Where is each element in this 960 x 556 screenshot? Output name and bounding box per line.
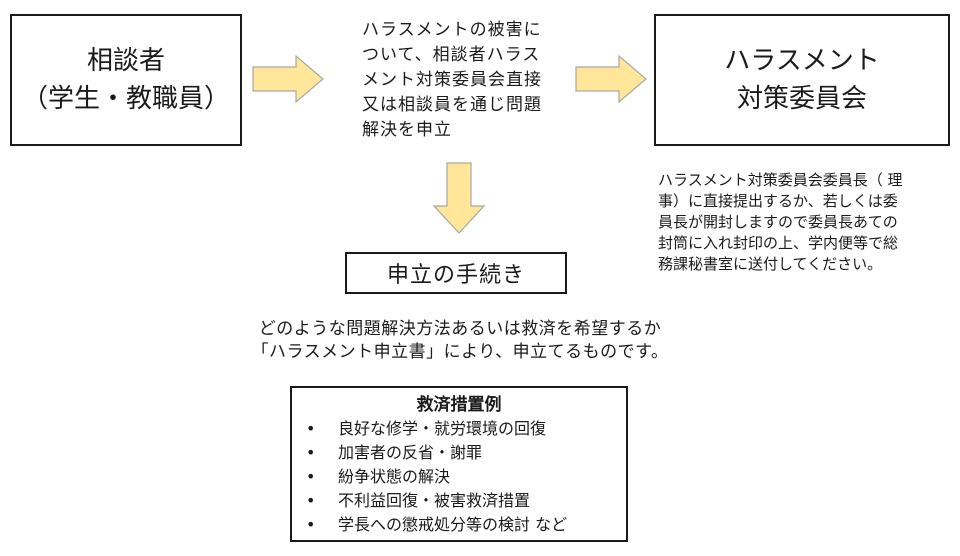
committee-title-line2: 対策委員会: [736, 84, 867, 114]
committee-box: ハラスメント 対策委員会: [654, 14, 950, 146]
consulter-subtitle: （学生・教職員）: [21, 84, 230, 114]
bullet-icon: •: [306, 491, 316, 510]
consulter-box: 相談者 （学生・教職員）: [10, 14, 242, 146]
flow-description: ハラスメントの被害に ついて、相談者ハラス メント対策委員会直接 又は相談員を通…: [362, 20, 542, 140]
committee-submission-note: ハラスメント対策委員会委員長（ 理 事）に直接提出するか、若しくは委 員長が開封…: [658, 171, 903, 273]
relief-title: 救済措置例: [416, 395, 502, 415]
bullet-icon: •: [306, 443, 316, 462]
method-description: どのような問題解決方法あるいは救済を希望するか 「ハラスメント申立書」により、申…: [251, 319, 669, 362]
committee-title-line1: ハラスメント: [724, 46, 880, 76]
relief-measures-box: 救済措置例 •良好な修学・就労環境の回復 •加害者の反省・謝罪 •紛争状態の解決…: [290, 386, 628, 542]
right-arrow-2: [575, 54, 647, 104]
bullet-icon: •: [306, 467, 316, 486]
procedure-box: 申立の手続き: [345, 252, 567, 294]
right-arrow-1: [252, 54, 324, 104]
procedure-label: 申立の手続き: [386, 263, 525, 288]
list-item: •学長への懲戒処分等の検討 など: [304, 513, 614, 537]
list-item: •紛争状態の解決: [304, 465, 614, 489]
list-item: •良好な修学・就労環境の回復: [304, 417, 614, 441]
list-item: •加害者の反省・謝罪: [304, 441, 614, 465]
down-arrow: [432, 162, 486, 234]
bullet-icon: •: [306, 419, 316, 438]
bullet-icon: •: [306, 515, 316, 534]
list-item: •不利益回復・被害救済措置: [304, 489, 614, 513]
consulter-title: 相談者: [86, 46, 165, 76]
relief-list: •良好な修学・就労環境の回復 •加害者の反省・謝罪 •紛争状態の解決 •不利益回…: [304, 417, 614, 537]
